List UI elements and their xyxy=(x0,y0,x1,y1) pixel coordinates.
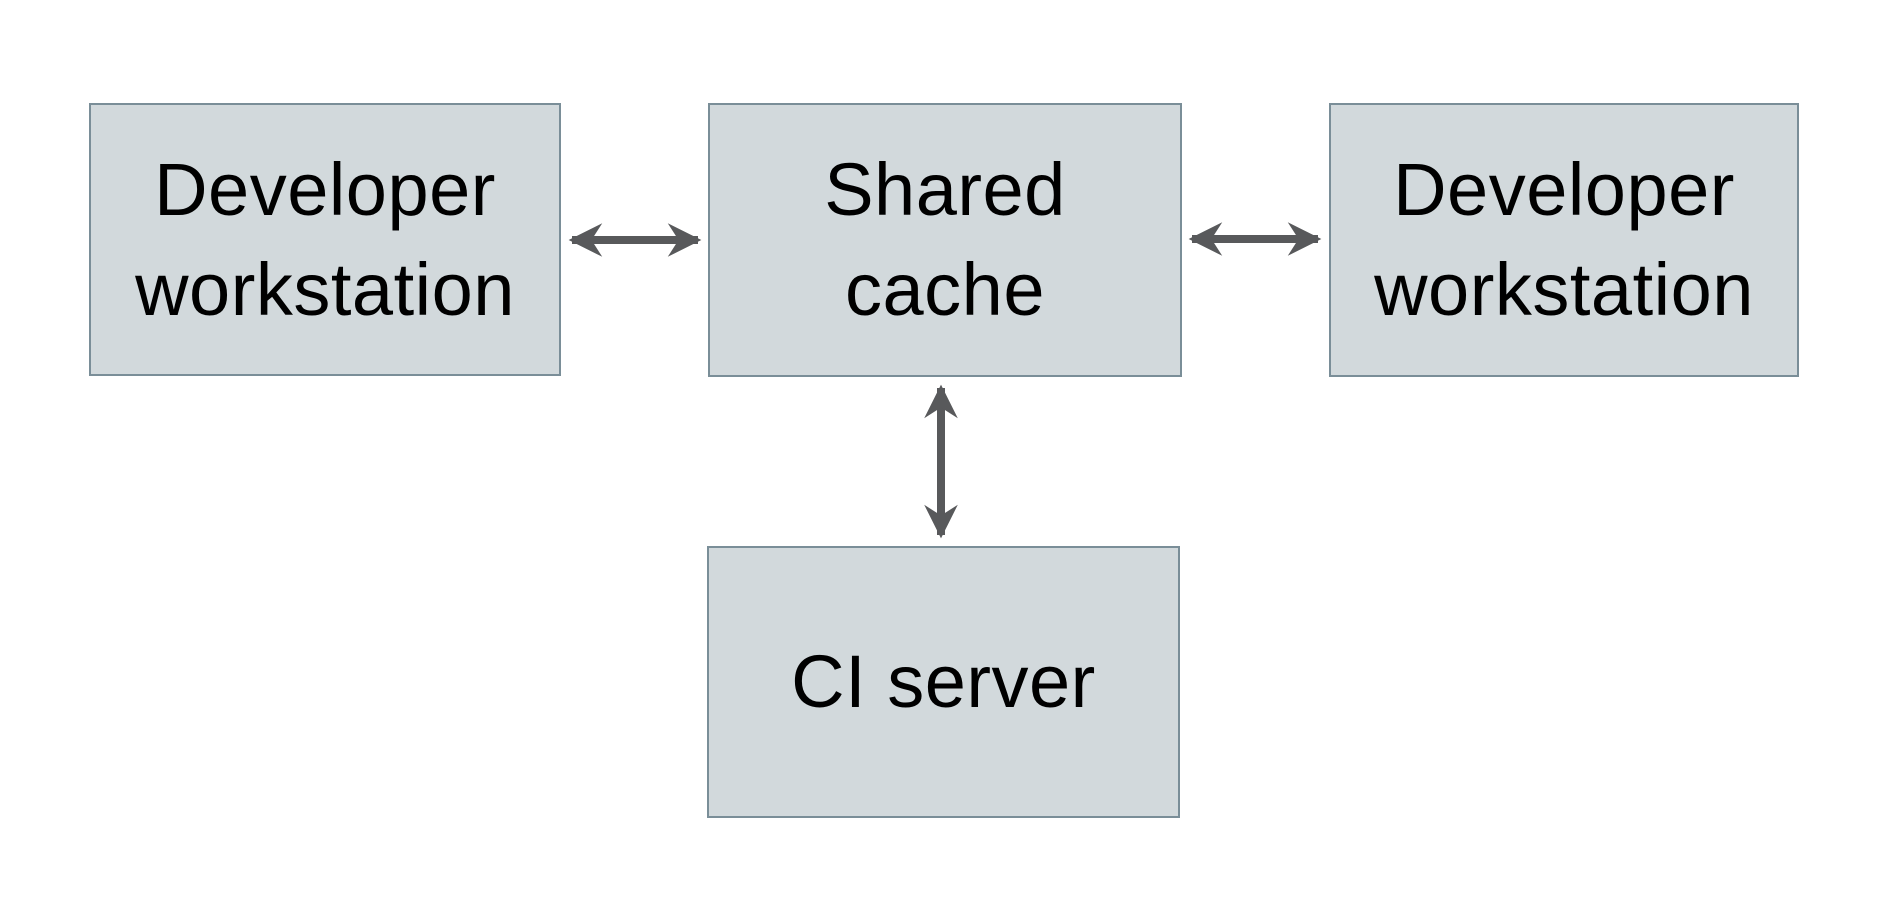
node-shared-cache: Shared cache xyxy=(708,103,1182,377)
node-ci-server: CI server xyxy=(707,546,1180,818)
node-developer-workstation-right: Developer workstation xyxy=(1329,103,1799,377)
node-developer-workstation-left: Developer workstation xyxy=(89,103,561,376)
node-label-line: Developer xyxy=(154,147,496,231)
node-label-line: CI server xyxy=(791,640,1096,723)
node-label-line: workstation xyxy=(135,247,515,331)
node-label-line: Shared xyxy=(824,148,1066,231)
node-label-line: cache xyxy=(845,248,1045,331)
node-label-line: workstation xyxy=(1374,248,1754,331)
node-label-line: Developer xyxy=(1393,148,1735,231)
